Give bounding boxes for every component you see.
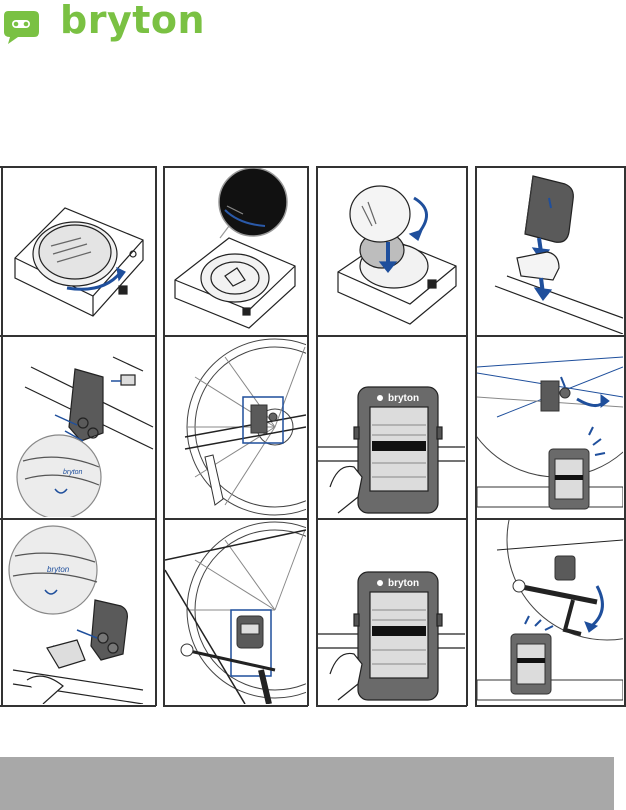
chat-bubble-logo-icon — [2, 7, 40, 45]
grid-line — [624, 166, 626, 706]
step-2-illustration — [165, 168, 306, 334]
device-screen-brand: bryton — [388, 578, 419, 589]
grid-line — [316, 705, 467, 707]
step-3-illustration — [318, 168, 465, 334]
grid-line — [475, 705, 626, 707]
step-4-illustration — [477, 168, 623, 334]
step-10-illustration — [165, 520, 306, 704]
footer-bar — [0, 757, 614, 810]
brand-name: bryton — [60, 0, 205, 42]
grid-line — [0, 705, 156, 707]
step-6-illustration — [165, 337, 306, 517]
grid-line — [163, 705, 308, 707]
step-7-illustration: bryton — [318, 337, 465, 517]
step-5-illustration: bryton — [3, 337, 154, 517]
device-screen-brand: bryton — [388, 393, 419, 404]
step-9-illustration: bryton — [3, 520, 154, 704]
step-12-illustration — [477, 520, 623, 704]
step-8-illustration — [477, 337, 623, 517]
step-1-illustration — [3, 168, 154, 334]
bryton-logo: bryton — [2, 4, 202, 48]
svg-text:bryton: bryton — [47, 565, 70, 574]
grid-line — [307, 166, 309, 706]
step-11-illustration: bryton — [318, 520, 465, 704]
grid-line — [466, 166, 468, 706]
svg-text:bryton: bryton — [63, 469, 83, 476]
grid-line — [155, 166, 157, 706]
